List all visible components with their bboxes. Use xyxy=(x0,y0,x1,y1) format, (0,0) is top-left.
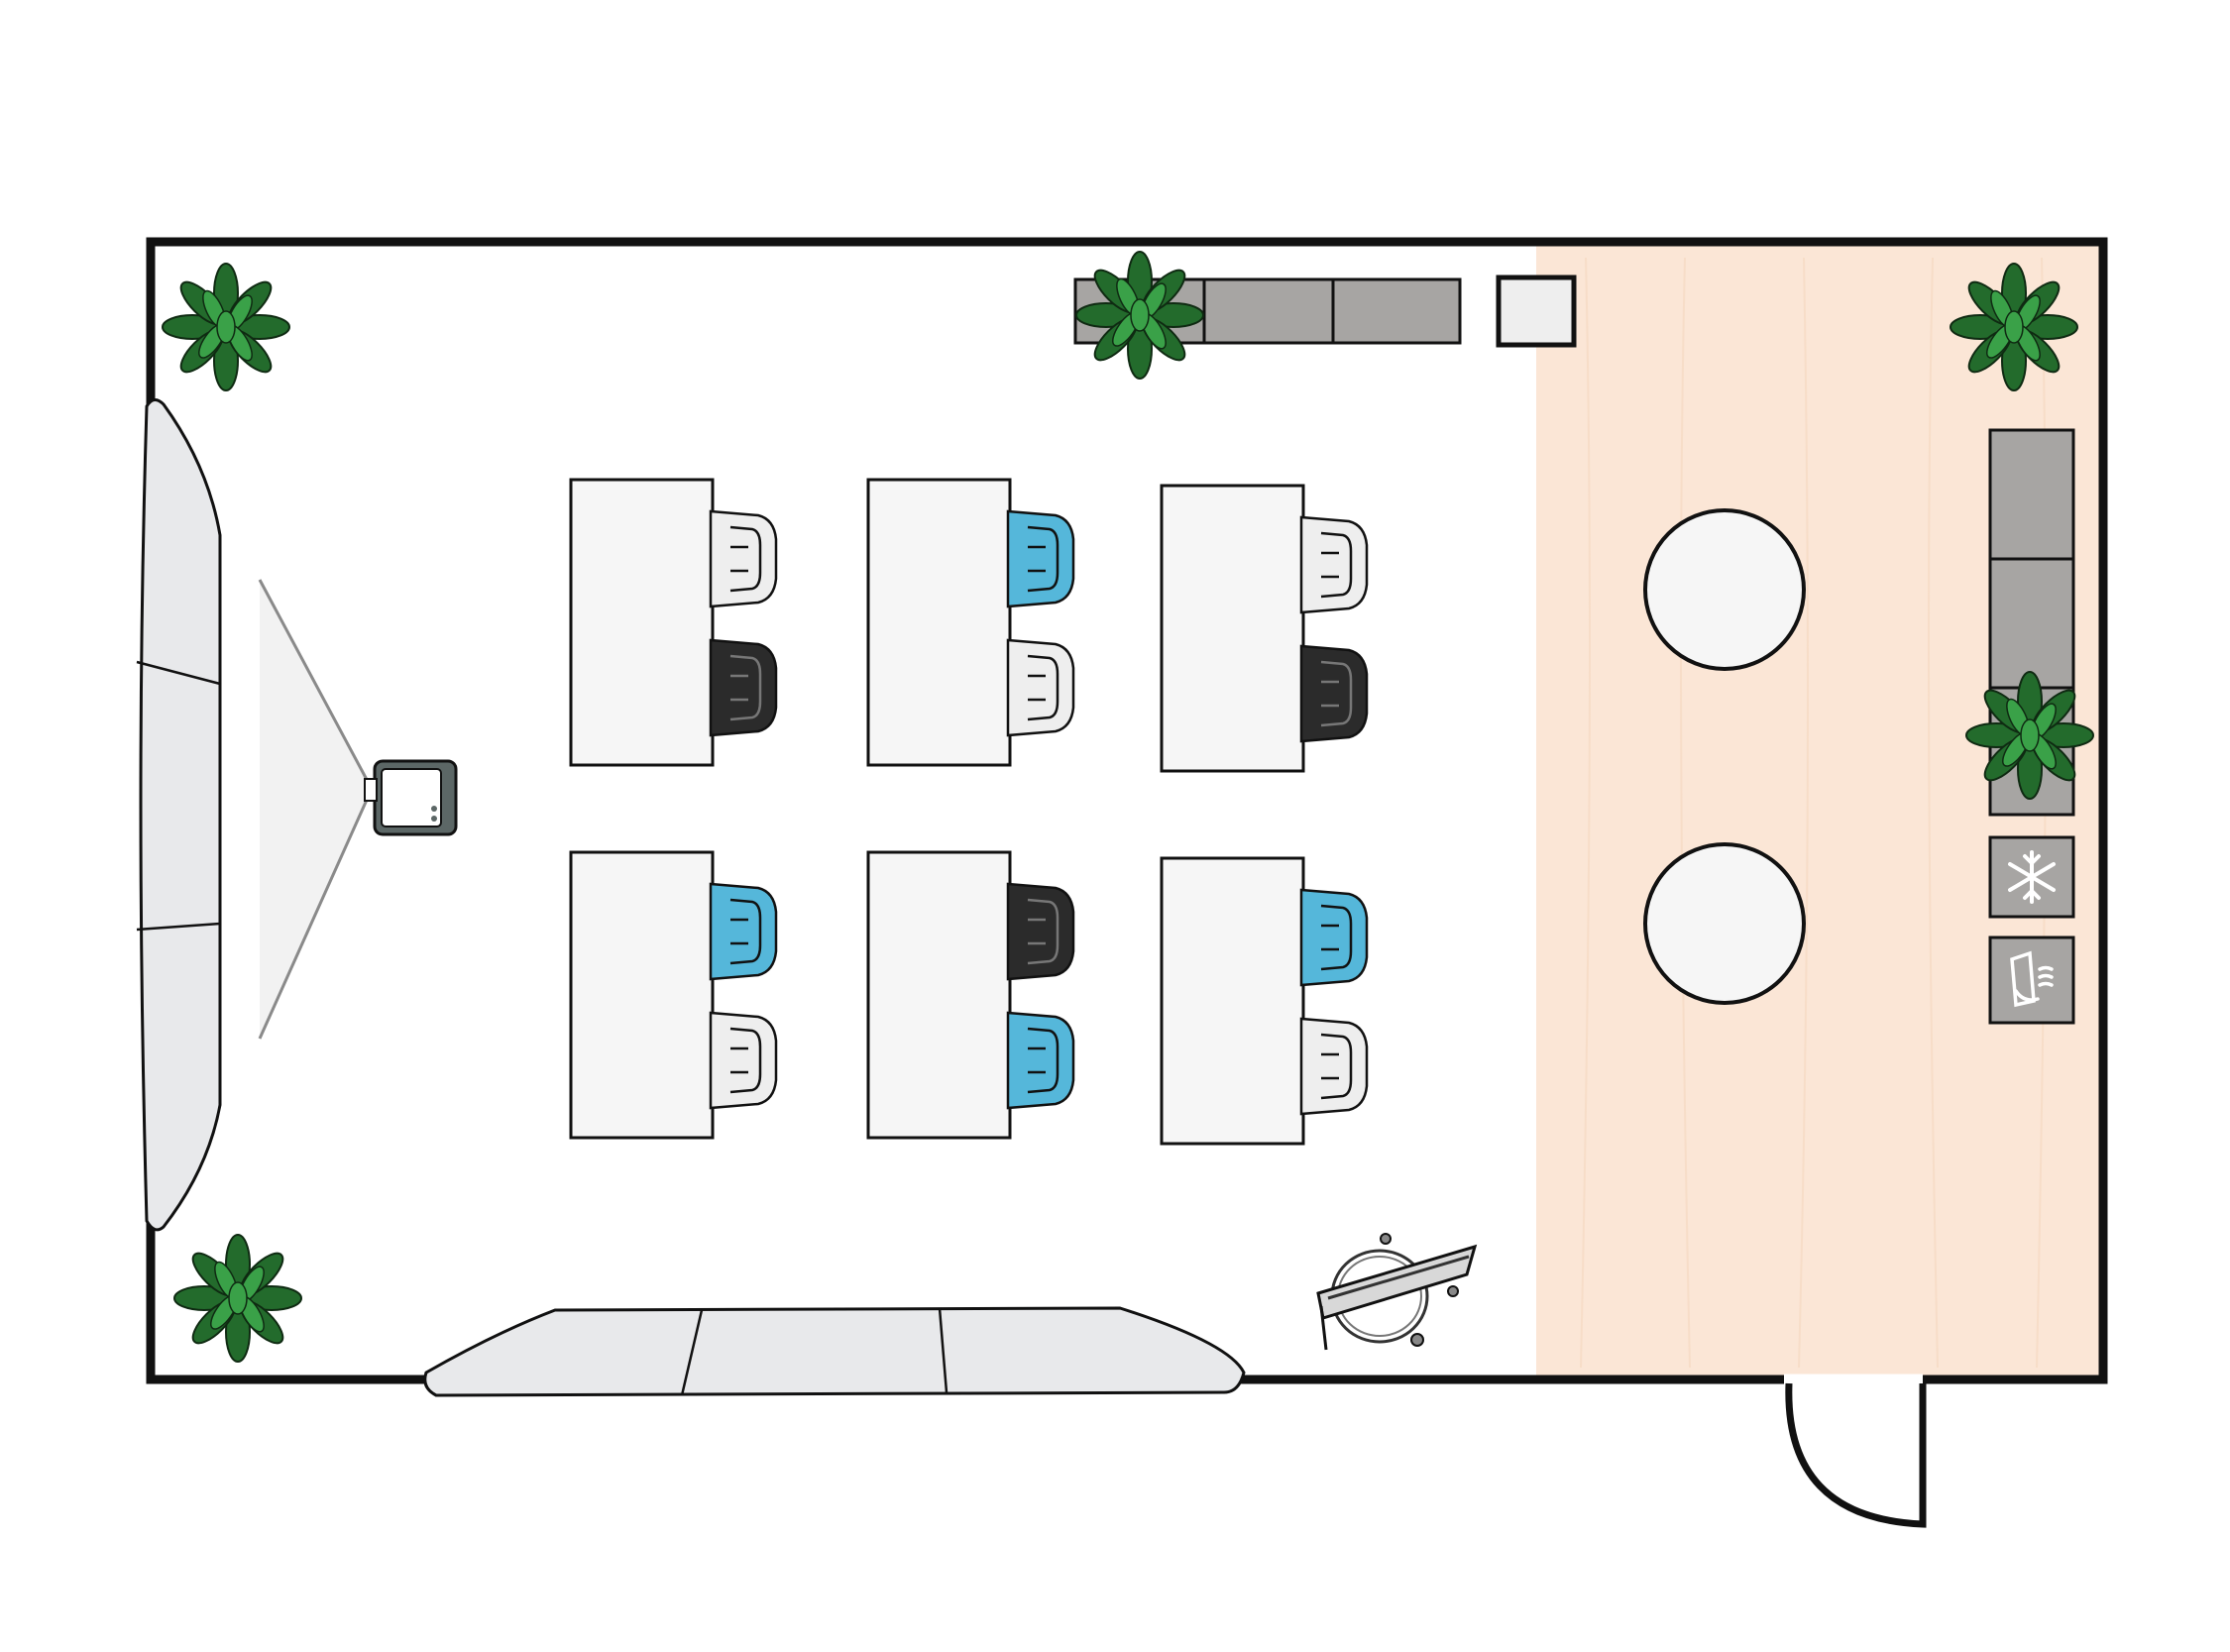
chair-blue[interactable] xyxy=(1299,888,1369,987)
chair-black[interactable] xyxy=(1006,882,1075,981)
left-sofa[interactable] xyxy=(136,398,222,1232)
round-table[interactable] xyxy=(1643,508,1806,671)
snowflake-icon xyxy=(2008,850,2056,904)
chair-blue[interactable] xyxy=(1006,509,1075,608)
desk[interactable] xyxy=(569,850,715,1140)
annex-floor-texture xyxy=(1580,257,2047,1369)
desk-group xyxy=(569,478,778,767)
chair-black[interactable] xyxy=(709,638,778,737)
top-small-box[interactable] xyxy=(1496,275,1577,348)
desk[interactable] xyxy=(1160,484,1305,773)
desk-group xyxy=(866,850,1075,1140)
bottom-sofa[interactable] xyxy=(423,1306,1246,1397)
desk-group xyxy=(569,850,778,1140)
desk[interactable] xyxy=(866,478,1012,767)
desk[interactable] xyxy=(569,478,715,767)
round-table[interactable] xyxy=(1643,842,1806,1005)
mobile-whiteboard[interactable] xyxy=(1316,1233,1478,1351)
projector-icon xyxy=(364,759,458,836)
chair-white[interactable] xyxy=(1299,1017,1369,1116)
hand-dryer-icon xyxy=(2010,950,2054,1008)
chair-blue[interactable] xyxy=(709,882,778,981)
desk-layer xyxy=(569,478,1369,1146)
desk-group xyxy=(1160,856,1369,1146)
mobile-whiteboard-icon xyxy=(1316,1233,1478,1351)
desk-group xyxy=(866,478,1075,767)
chair-white[interactable] xyxy=(709,1011,778,1110)
chair-white[interactable] xyxy=(1006,638,1075,737)
chair-white[interactable] xyxy=(1299,515,1369,614)
door-swing-icon xyxy=(1785,1382,1927,1528)
hand-dryer[interactable] xyxy=(1988,936,2075,1025)
chair-blue[interactable] xyxy=(1006,1011,1075,1110)
freezer[interactable] xyxy=(1988,835,2075,919)
desk-group xyxy=(1160,484,1369,773)
desk[interactable] xyxy=(866,850,1012,1140)
projector[interactable] xyxy=(258,579,458,1040)
chair-black[interactable] xyxy=(1299,644,1369,743)
chair-white[interactable] xyxy=(709,509,778,608)
desk[interactable] xyxy=(1160,856,1305,1146)
door[interactable] xyxy=(1784,1374,1927,1528)
